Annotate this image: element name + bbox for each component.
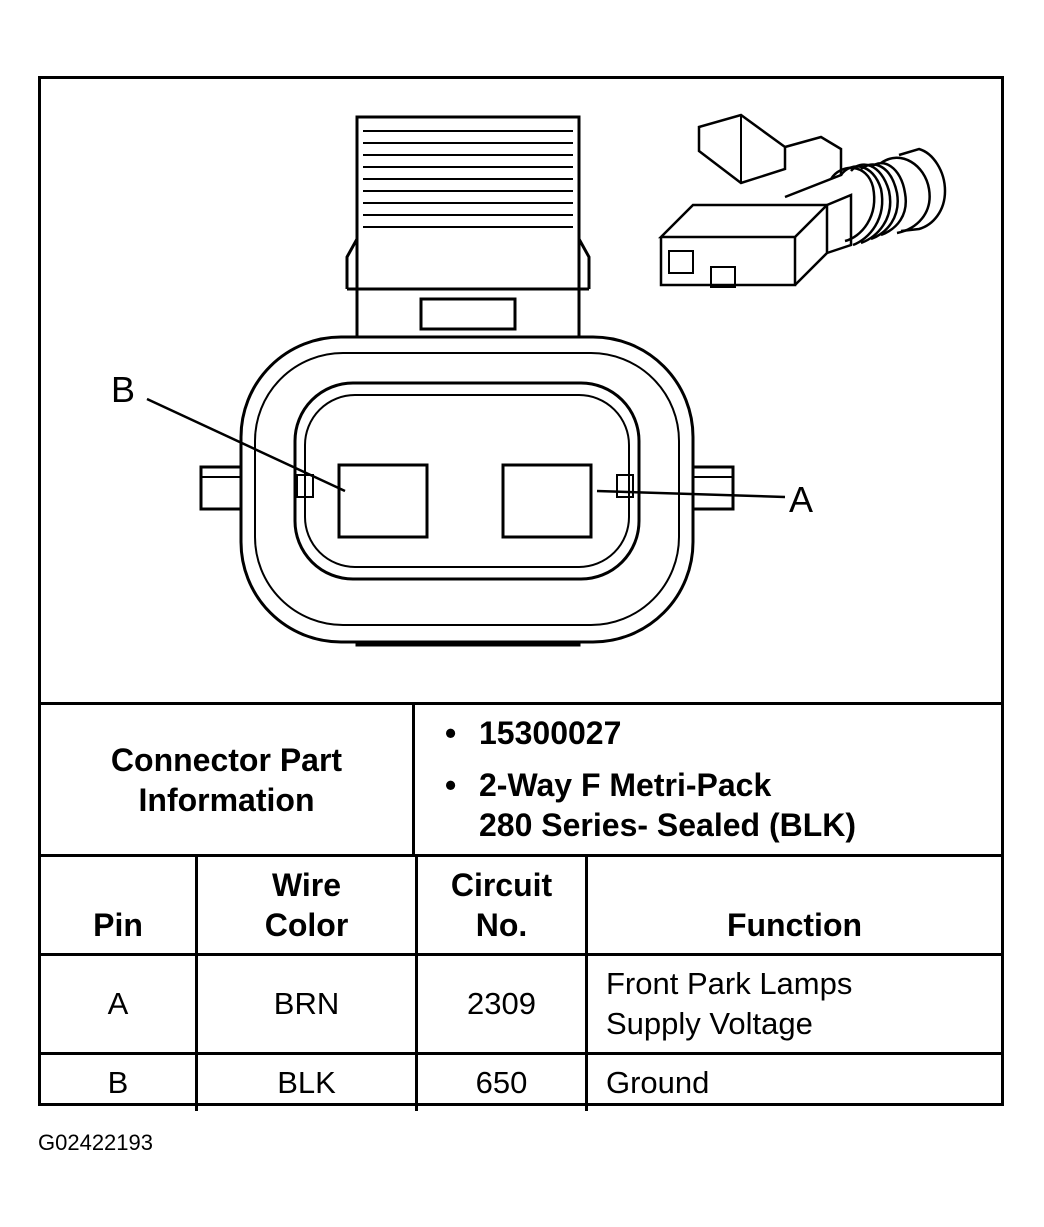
connector-info-label: Connector Part Information bbox=[41, 705, 415, 854]
function-cell: Ground bbox=[588, 1055, 1001, 1111]
function-line: Ground bbox=[606, 1065, 710, 1100]
pin-b-leader-line bbox=[146, 397, 346, 493]
connector-isometric-illustration bbox=[657, 113, 947, 288]
connector-info-label-line: Connector Part bbox=[110, 741, 343, 778]
function-cell: Front Park Lamps Supply Voltage bbox=[588, 956, 1001, 1052]
bullet-icon: • bbox=[445, 767, 457, 803]
header-wire-color: Wire Color bbox=[198, 857, 418, 953]
connector-description-line: 2-Way F Metri-Pack bbox=[479, 767, 772, 803]
pin-cell: B bbox=[41, 1055, 198, 1111]
connector-info-bullets: • 15300027 • 2-Way F Metri-Pack 280 Seri… bbox=[415, 705, 1001, 854]
pin-table-header: Pin Wire Color Circuit No. Function bbox=[41, 857, 1001, 956]
header-circuit-no: Circuit No. bbox=[418, 857, 588, 953]
header-text: Color bbox=[264, 907, 349, 943]
header-pin: Pin bbox=[41, 857, 198, 953]
wire-color-cell: BLK bbox=[198, 1055, 418, 1111]
header-text: Pin bbox=[93, 907, 143, 943]
figure-id: G02422193 bbox=[38, 1130, 153, 1155]
table-row: B BLK 650 Ground bbox=[41, 1055, 1001, 1111]
connector-diagram-frame: B A Connector Part Information • 1530002… bbox=[38, 76, 1004, 1111]
part-number-item: • 15300027 bbox=[445, 713, 622, 753]
circuit-cell: 650 bbox=[418, 1055, 588, 1111]
connector-face-drawing bbox=[146, 113, 947, 647]
pin-table: Pin Wire Color Circuit No. Function A BR… bbox=[41, 854, 1001, 1111]
wire-color-cell: BRN bbox=[198, 956, 418, 1052]
header-text: Function bbox=[726, 907, 863, 943]
connector-description-item: • 2-Way F Metri-Pack 280 Series- Sealed … bbox=[445, 765, 857, 845]
circuit-cell: 2309 bbox=[418, 956, 588, 1052]
pin-cell: A bbox=[41, 956, 198, 1052]
pin-a-leader-line bbox=[596, 489, 786, 499]
header-text: Wire bbox=[271, 867, 342, 903]
header-text: Circuit bbox=[450, 867, 553, 903]
connector-description-line: 280 Series- Sealed (BLK) bbox=[479, 807, 857, 843]
part-number: 15300027 bbox=[479, 715, 622, 751]
table-row: A BRN 2309 Front Park Lamps Supply Volta… bbox=[41, 956, 1001, 1055]
bullet-icon: • bbox=[445, 715, 457, 751]
connector-info-label-line: Information bbox=[138, 781, 315, 818]
connector-info-row: Connector Part Information • 15300027 • … bbox=[41, 702, 1001, 854]
function-line: Supply Voltage bbox=[606, 1006, 813, 1041]
header-text: No. bbox=[475, 907, 528, 943]
function-line: Front Park Lamps bbox=[606, 966, 853, 1001]
header-function: Function bbox=[588, 857, 1001, 953]
pin-b-callout: B bbox=[111, 369, 136, 410]
pin-a-callout: A bbox=[789, 479, 814, 520]
